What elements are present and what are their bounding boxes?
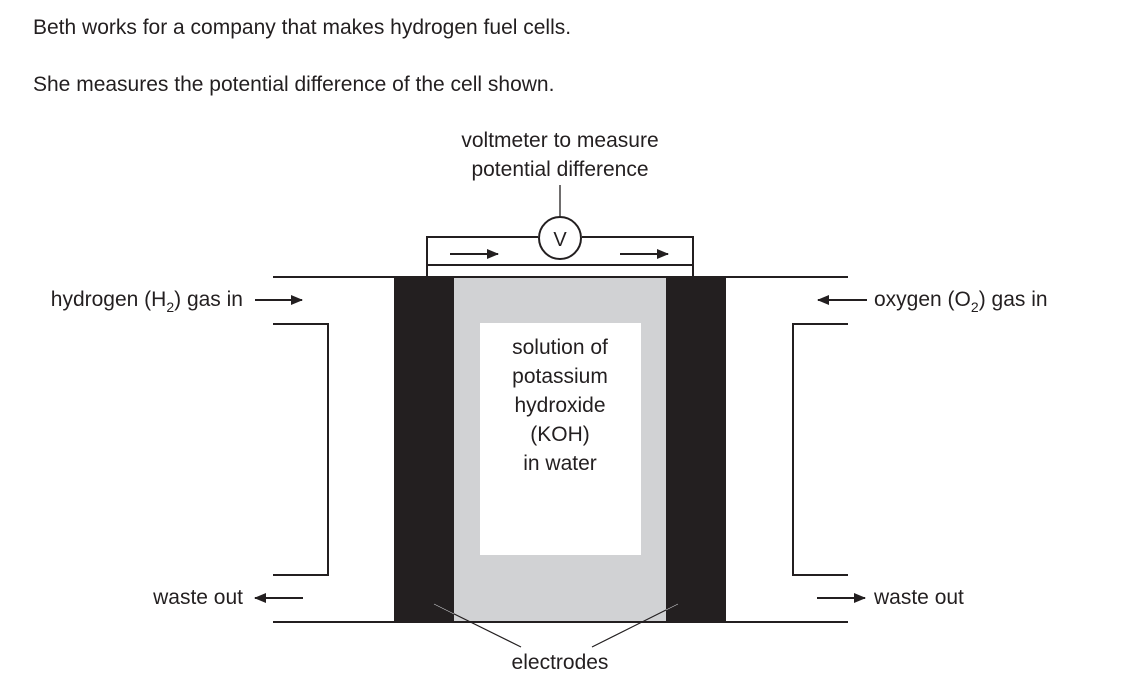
- waste-out-left-label: waste out: [152, 586, 243, 609]
- intro-text-2: She measures the potential difference of…: [33, 73, 555, 96]
- right-gas-chamber-wall: [792, 323, 848, 576]
- voltmeter-label-line1: voltmeter to measure: [461, 129, 658, 152]
- electrolyte-line: potassium: [512, 365, 608, 388]
- electrodes-label: electrodes: [512, 651, 609, 674]
- electrode-leader-left-highlight: [433, 603, 455, 615]
- voltmeter-icon: [538, 216, 582, 260]
- electrolyte-label: solution of potassium hydroxide (KOH) in…: [512, 336, 608, 475]
- right-electrode: [666, 277, 726, 622]
- intro-text-1: Beth works for a company that makes hydr…: [33, 16, 572, 39]
- electrolyte-line: (KOH): [530, 423, 590, 446]
- hydrogen-in-label: hydrogen (H2) gas in: [51, 288, 243, 315]
- hydrogen-suffix: ) gas in: [174, 288, 243, 311]
- oxygen-prefix: oxygen (O: [874, 288, 971, 311]
- electrolyte-line: in water: [523, 452, 597, 475]
- electrolyte-line: solution of: [512, 336, 608, 359]
- voltmeter-circuit: V: [426, 216, 694, 277]
- voltmeter-symbol: V: [553, 229, 567, 251]
- voltmeter-label-line2: potential difference: [471, 158, 648, 181]
- circuit-wire-right: [582, 236, 694, 277]
- electrolyte-line: hydroxide: [514, 394, 605, 417]
- electrolyte-label-box: [480, 323, 641, 555]
- left-gas-chamber-wall: [273, 323, 329, 576]
- left-electrode: [394, 277, 454, 622]
- circuit-wire-left: [426, 236, 538, 277]
- waste-out-right-label: waste out: [873, 586, 964, 609]
- hydrogen-subscript: 2: [166, 299, 174, 315]
- oxygen-in-label: oxygen (O2) gas in: [874, 288, 1048, 315]
- hydrogen-prefix: hydrogen (H: [51, 288, 167, 311]
- oxygen-subscript: 2: [971, 299, 979, 315]
- electrode-leader-right-highlight: [665, 603, 679, 611]
- electrode-leader-right: [591, 603, 679, 648]
- oxygen-suffix: ) gas in: [979, 288, 1048, 311]
